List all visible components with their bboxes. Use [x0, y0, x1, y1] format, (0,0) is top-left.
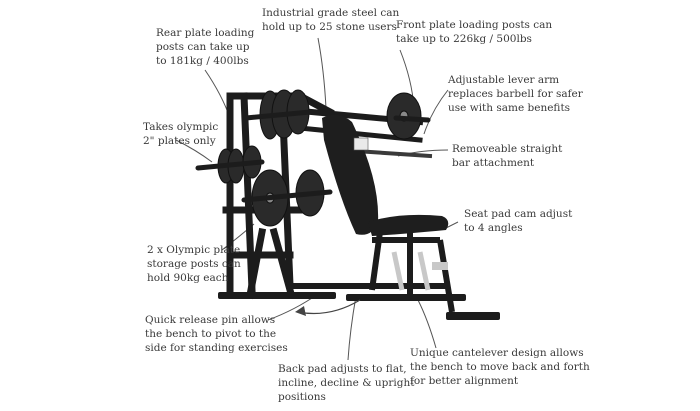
leader-lines: [175, 37, 459, 361]
loading-posts: [195, 109, 431, 203]
callout-rear-posts: Rear plate loading posts can take up to …: [156, 27, 255, 67]
callout-steel: Industrial grade steel can hold up to 25…: [262, 7, 400, 33]
callout-straight-bar: Removeable straight bar attachment: [452, 143, 563, 169]
pivot-arrowhead: [295, 306, 306, 316]
leader-olympic: [175, 139, 213, 163]
seat-support: [369, 231, 455, 313]
callout-front-posts: Front plate loading posts can take up to…: [396, 19, 553, 45]
brand-badge: [353, 137, 369, 151]
back-pad: [322, 114, 379, 235]
leader-seat-pad: [445, 221, 459, 229]
leader-steel: [317, 37, 327, 109]
callout-olympic: Takes olympic 2" plates only: [143, 121, 219, 147]
callout-back-pad: Back pad adjusts to flat, incline, decli…: [278, 363, 415, 403]
chrome-slider: [391, 251, 431, 291]
pivot-arrow: [297, 299, 361, 315]
leader-rear-posts: [204, 69, 231, 119]
callout-storage: 2 x Olympic plate storage posts can hold…: [147, 244, 241, 284]
leader-cantelever: [417, 299, 437, 349]
callout-lever-arm: Adjustable lever arm replaces barbell fo…: [448, 74, 583, 114]
callout-quick-release: Quick release pin allows the bench to pi…: [145, 314, 288, 354]
callout-cantelever: Unique cantelever design allows the benc…: [410, 347, 590, 387]
leader-lever-arm: [423, 89, 449, 135]
seat-pad: [368, 214, 449, 236]
callout-seat-pad: Seat pad cam adjust to 4 angles: [464, 208, 573, 234]
weight-peg: [432, 262, 448, 270]
